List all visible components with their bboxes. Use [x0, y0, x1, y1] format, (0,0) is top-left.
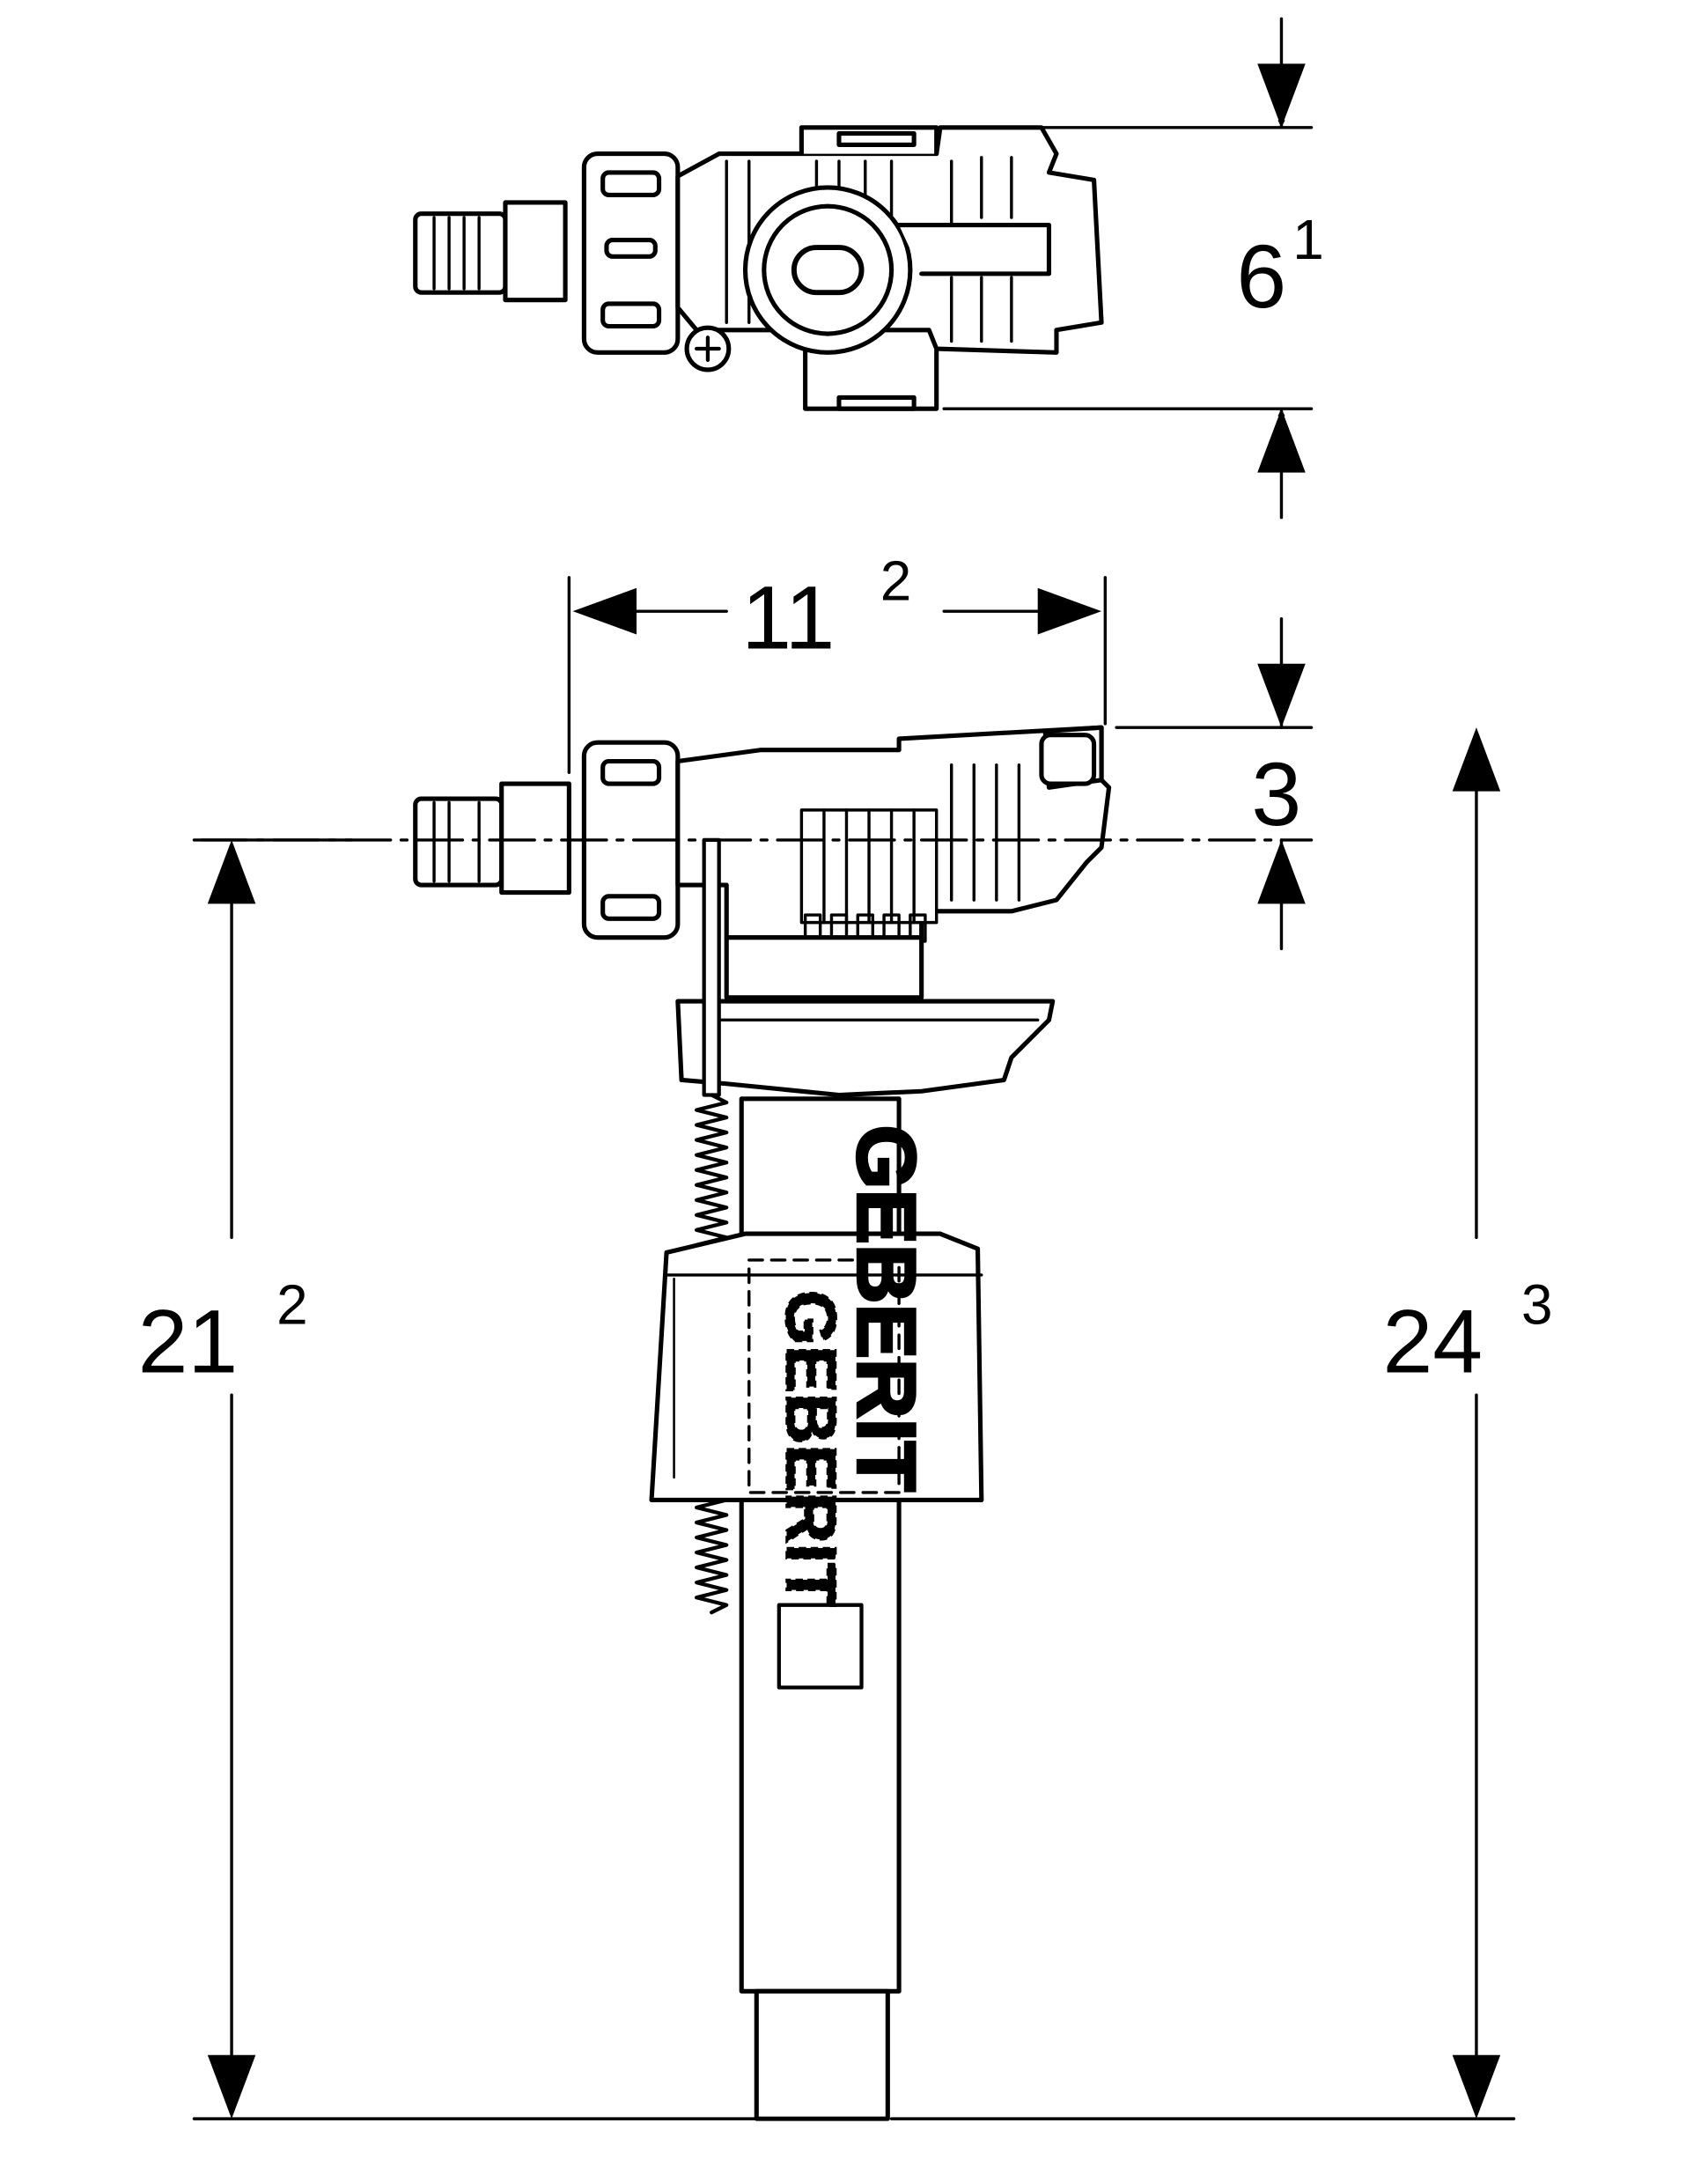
- logo-text-vertical: GEBERIT: [840, 1125, 932, 1492]
- dim-top-height-main: 6: [1236, 225, 1286, 327]
- dimension-offset: 3: [1115, 616, 1314, 951]
- dim-width-sup: 2: [880, 549, 912, 612]
- front-view-valve: [413, 725, 1112, 2121]
- dim-left-height-sup: 2: [276, 1272, 308, 1336]
- geberit-logo-vertical: GEBERIT: [839, 1124, 934, 1493]
- dim-right-height-main: 24: [1382, 1291, 1483, 1392]
- dim-right-height-sup: 3: [1521, 1272, 1553, 1336]
- dimension-top-height: 6 1: [942, 17, 1324, 520]
- dimension-right-height: 24 3: [889, 727, 1553, 2120]
- geberit-logo-float: GEBERIT: [769, 1289, 851, 1608]
- top-view-valve: [413, 125, 1104, 411]
- logo-text-float: GEBERIT: [770, 1290, 850, 1607]
- dimension-width: 11 2: [567, 549, 1108, 774]
- dim-top-height-sup: 1: [1292, 208, 1324, 271]
- dim-offset-main: 3: [1251, 743, 1301, 844]
- dim-width-main: 11: [741, 567, 835, 668]
- dim-left-height-main: 21: [138, 1291, 239, 1392]
- dimension-left-height: 21 2: [138, 838, 758, 2120]
